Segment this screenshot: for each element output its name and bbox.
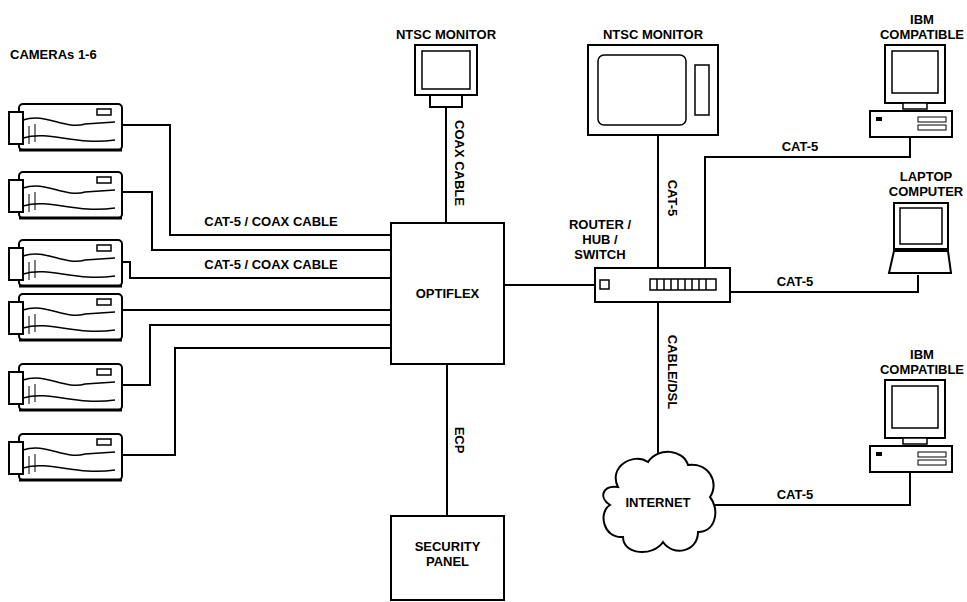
controller-box: OPTIFLEX	[390, 222, 505, 365]
cable-line	[122, 125, 390, 235]
cable-label: CAT-5	[780, 139, 821, 154]
monitor-icon: NTSC MONITOR	[588, 45, 718, 135]
cable-line	[122, 348, 390, 455]
monitor-icon: NTSC MONITOR	[415, 45, 477, 107]
device-label: ROUTER / HUB / SWITCH	[555, 217, 645, 262]
cable-line	[122, 309, 390, 311]
cable-line	[730, 275, 918, 292]
cable-line	[445, 107, 447, 222]
box-label: SECURITY PANEL	[413, 539, 483, 569]
cable-label: CAT-5 / COAX CABLE	[202, 214, 339, 229]
computer-icon: IBM COMPATIBLE	[868, 45, 954, 137]
cable-line	[122, 325, 390, 385]
device-label: IBM COMPATIBLE	[872, 347, 967, 377]
device-label: CAMERAs 1-6	[10, 47, 120, 62]
cable-line	[705, 137, 910, 268]
cable-label: CAT-5	[665, 178, 680, 219]
cable-line	[657, 302, 659, 455]
internet-cloud: INTERNET	[598, 447, 718, 557]
device-label: NTSC MONITOR	[391, 27, 501, 42]
cable-label: ECP	[452, 425, 467, 456]
cable-label: CABLE/DSL	[665, 333, 680, 411]
cable-line	[657, 135, 659, 268]
computer-icon: IBM COMPATIBLE	[868, 380, 954, 472]
cable-label: CAT-5	[775, 274, 816, 289]
cable-line	[715, 472, 910, 505]
cable-line	[122, 192, 390, 250]
camera-group: CAMERAs 1-6	[5, 98, 122, 484]
device-label: LAPTOP COMPUTER	[876, 169, 967, 199]
box-label: INTERNET	[626, 495, 691, 510]
router-icon: ROUTER / HUB / SWITCH	[595, 268, 730, 302]
device-label: IBM COMPATIBLE	[872, 12, 967, 42]
cable-label: CAT-5	[775, 487, 816, 502]
cable-line	[505, 284, 595, 286]
cable-line	[446, 365, 448, 515]
device-label: NTSC MONITOR	[598, 27, 708, 42]
laptop-icon: LAPTOP COMPUTER	[888, 203, 952, 275]
cable-label: CAT-5 / COAX CABLE	[202, 257, 339, 272]
cable-label: COAX CABLE	[452, 118, 467, 208]
box-label: OPTIFLEX	[416, 286, 480, 301]
panel-box: SECURITY PANEL	[390, 515, 505, 601]
